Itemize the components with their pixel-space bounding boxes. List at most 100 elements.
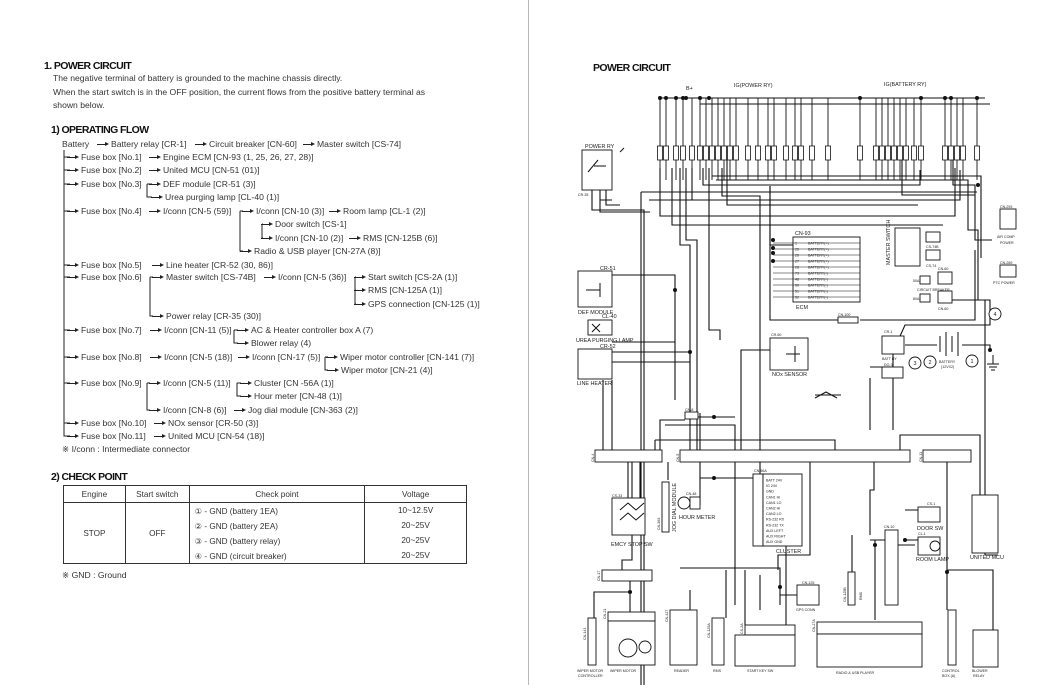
ig-power-label: IG(POWER RY) bbox=[734, 83, 773, 89]
cluster-pin-label: IG 24V bbox=[766, 484, 778, 488]
relay-coil-icon bbox=[586, 283, 601, 297]
control-box-label: CONTROL bbox=[942, 669, 960, 673]
ecm-pin-number: 73 bbox=[795, 272, 799, 276]
ecm-pin-number: 50 bbox=[795, 284, 799, 288]
blower-relay-label: BLOWER bbox=[972, 669, 988, 673]
cn10-connector bbox=[884, 529, 899, 606]
cluster-pin-label: RS-232 RX bbox=[766, 518, 785, 522]
cn21-label: CN-21 bbox=[603, 609, 607, 619]
flow-circuit-breaker: Circuit breaker [CN-60] bbox=[195, 139, 297, 149]
cn363-label: CN-363 bbox=[657, 518, 661, 530]
rms-label: RMS bbox=[713, 669, 722, 673]
fuse-icon bbox=[680, 145, 686, 161]
fuse-icon bbox=[703, 145, 709, 161]
cluster-pin-label: CAN1 HI bbox=[766, 495, 780, 499]
flow-item: Start switch [CS-2A (1)] bbox=[353, 272, 458, 282]
intro-line: shown below. bbox=[53, 100, 105, 110]
flow-item: I/conn [CN-5 (59)] bbox=[148, 206, 232, 216]
ecm-pin-number: 25 bbox=[795, 248, 799, 252]
fuse-box-5: Fuse box [No.5] bbox=[67, 260, 142, 270]
air-comp-connector bbox=[999, 208, 1017, 230]
master-switch-label: MASTER SWITCH bbox=[886, 220, 892, 265]
cluster-pin-label: CAN2 LO bbox=[766, 512, 782, 516]
fuse-icon bbox=[825, 145, 831, 161]
fuse-icon bbox=[942, 145, 948, 161]
cn60b-label: CN-60 bbox=[938, 307, 948, 311]
flow-item: AC & Heater controller box A (7) bbox=[236, 325, 374, 335]
fuse-icon bbox=[765, 145, 771, 161]
header-check-point: Check point bbox=[188, 485, 366, 503]
50a-label: 50A bbox=[913, 279, 920, 283]
def-module-box bbox=[577, 270, 613, 308]
do3-box bbox=[881, 366, 904, 379]
check-point-markers bbox=[908, 307, 1002, 370]
ecm-pin-label: BATTERY(-) bbox=[808, 272, 828, 276]
gnd-note: ※ GND : Ground bbox=[62, 570, 127, 580]
ecm-pin-number: 27 bbox=[795, 260, 799, 264]
flow-item: Door switch [CS-1] bbox=[261, 219, 347, 229]
fuse-icon bbox=[948, 145, 954, 161]
ecm-pin-label: BATTERY(+) bbox=[808, 254, 829, 258]
ecm-pin-label: BATTERY(-) bbox=[808, 296, 828, 300]
fuse-icon bbox=[873, 145, 879, 161]
cs2a-label: CS-2A bbox=[740, 623, 744, 634]
flow-item: Blower relay (4) bbox=[236, 338, 312, 348]
intro-line: When the start switch is in the OFF posi… bbox=[53, 87, 426, 97]
fuse-icon bbox=[974, 145, 980, 161]
fuse-icon bbox=[727, 145, 733, 161]
fuse-icon bbox=[879, 145, 885, 161]
flow-item: Room lamp [CL-1 (2)] bbox=[329, 206, 426, 216]
fuse-icon bbox=[798, 145, 804, 161]
fuse-box-7: Fuse box [No.7] bbox=[67, 325, 142, 335]
intro-line: The negative terminal of battery is grou… bbox=[53, 73, 343, 83]
fuse-icon bbox=[911, 145, 917, 161]
symbols bbox=[586, 147, 999, 521]
ground-icon bbox=[987, 355, 999, 371]
flow-item: I/conn [CN-8 (6)] bbox=[149, 405, 227, 415]
fuse-icon bbox=[709, 145, 715, 161]
ecm-pin-label: BATTERY(-) bbox=[808, 290, 828, 294]
fuse-icon bbox=[960, 145, 966, 161]
cn100-label: CN-100 bbox=[838, 313, 850, 317]
battery-icon bbox=[939, 332, 959, 356]
iconn-note: ※ I/conn : Intermediate connector bbox=[62, 444, 191, 454]
cr35-label: CR-35 bbox=[578, 193, 588, 197]
fuse-box-6: Fuse box [No.6] bbox=[67, 272, 142, 282]
flow-item: Master switch [CS-74B] bbox=[152, 272, 256, 282]
cn4-connector bbox=[594, 449, 663, 463]
flow-item: NOx sensor [CR-50 (3)] bbox=[153, 418, 259, 428]
fuse-box-1: Fuse box [No.1] bbox=[67, 152, 142, 162]
door-switch-box bbox=[917, 506, 941, 523]
lamp-icon bbox=[591, 323, 601, 333]
diagram-title: POWER CIRCUIT bbox=[593, 62, 672, 74]
ecm-pin-number: 48 bbox=[795, 278, 799, 282]
cluster-box bbox=[762, 473, 803, 547]
cluster-connector bbox=[752, 473, 764, 547]
fuse-icon bbox=[663, 145, 669, 161]
cluster-pin-label: AUX GND bbox=[766, 540, 783, 544]
fuse-icon bbox=[689, 145, 695, 161]
ecm-pin-number: 28 bbox=[795, 266, 799, 270]
cn293-label: CN-293 bbox=[1000, 205, 1012, 209]
flow-battery: Battery bbox=[62, 139, 90, 149]
urea-lamp-label: UREA PURGING LAMP bbox=[576, 338, 634, 344]
cl1-label: CL-1 bbox=[918, 532, 926, 536]
ecm-pin-label: BATTERY(+) bbox=[808, 260, 829, 264]
fuse-icon bbox=[721, 145, 727, 161]
cn60-label: CN-60 bbox=[938, 267, 948, 271]
flow-battery-relay: Battery relay [CR-1] bbox=[96, 139, 187, 149]
fuse-icon bbox=[755, 145, 761, 161]
flow-item: Line heater [CR-52 (30, 86)] bbox=[151, 260, 274, 270]
cn125-label: CN-125 bbox=[802, 581, 814, 585]
check-point-table: Engine Start switch Check point Voltage … bbox=[63, 485, 467, 564]
wiring bbox=[591, 97, 998, 685]
voltage-cell: 10~12.5V bbox=[364, 502, 467, 518]
flow-item: Jog dial module [CN-363 (2)] bbox=[234, 405, 358, 415]
cn10-label: CN-10 bbox=[884, 525, 894, 529]
flow-item: DEF module [CR-51 (3)] bbox=[149, 179, 256, 189]
do3-label: DO-3 bbox=[884, 363, 893, 367]
fuse-icon bbox=[792, 145, 798, 161]
flow-item: Radio & USB player [CN-27A (8)] bbox=[240, 246, 381, 256]
ptc-connector bbox=[999, 264, 1017, 278]
reader-box bbox=[669, 609, 698, 666]
